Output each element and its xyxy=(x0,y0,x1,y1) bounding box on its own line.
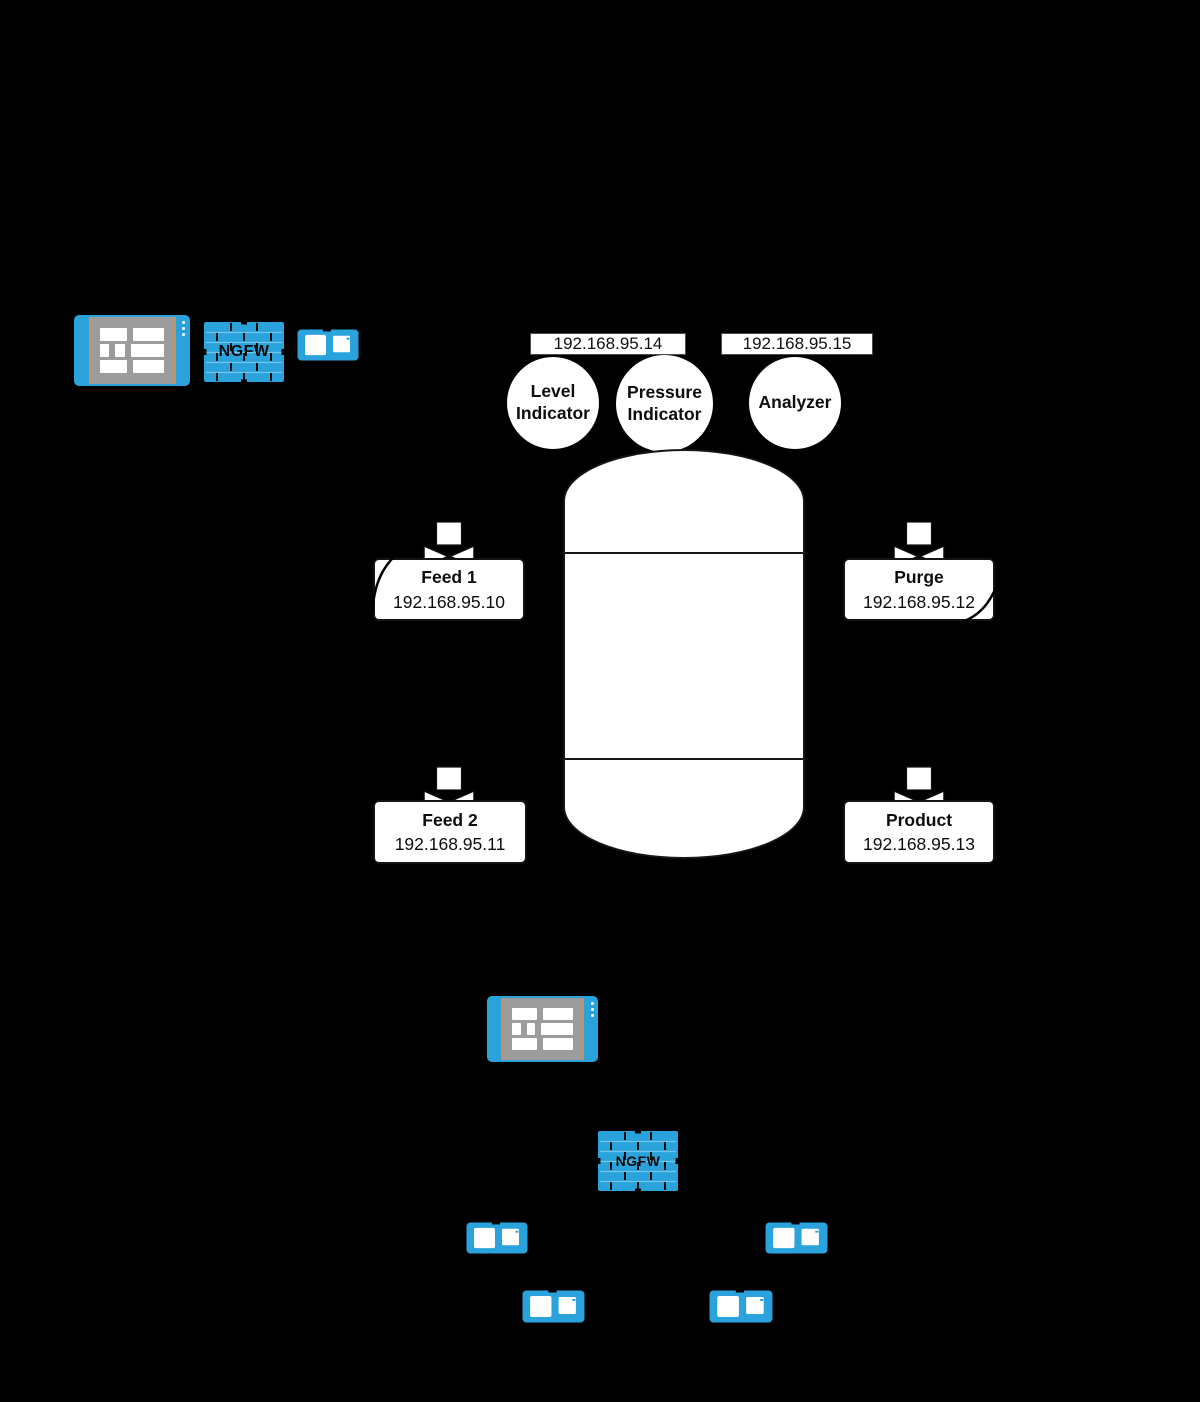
plc-icon xyxy=(522,1290,585,1323)
ngfw-firewall-icon: NGFW xyxy=(598,1131,678,1191)
sensors-ip-text: 192.168.95.14 xyxy=(553,334,663,353)
pressure-indicator-node: Pressure Indicator xyxy=(616,355,713,452)
feed2-ip: 192.168.95.11 xyxy=(394,834,506,854)
plc-icon xyxy=(297,329,359,361)
tank-vessel xyxy=(563,449,805,859)
hmi-screen xyxy=(88,317,176,384)
product-label-box: Product 192.168.95.13 xyxy=(843,800,995,864)
analyzer-ip-label: 192.168.95.15 xyxy=(721,333,873,355)
pressure-indicator-label: Pressure Indicator xyxy=(627,381,702,424)
product-ip: 192.168.95.13 xyxy=(863,834,975,854)
sensors-ip-label: 192.168.95.14 xyxy=(530,333,686,355)
feed1-label-box: Feed 1 192.168.95.10 xyxy=(373,558,525,621)
analyzer-ip-text: 192.168.95.15 xyxy=(742,334,852,353)
tank-upper-level-line xyxy=(565,552,803,554)
purge-label-box: Purge 192.168.95.12 xyxy=(843,558,995,621)
feed1-name: Feed 1 xyxy=(421,567,477,587)
analyzer-label: Analyzer xyxy=(758,392,832,413)
feed1-ip: 192.168.95.10 xyxy=(393,591,505,612)
plc-icon xyxy=(709,1290,773,1323)
ngfw-firewall-icon: NGFW xyxy=(204,322,284,382)
brick-wall-icon xyxy=(204,322,284,382)
hmi-icon xyxy=(74,315,190,386)
feed2-name: Feed 2 xyxy=(422,809,478,830)
plc-icon xyxy=(466,1222,528,1254)
hmi-status-dots xyxy=(590,1001,594,1017)
level-indicator-label: Level Indicator xyxy=(516,381,590,423)
ngfw-label: NGFW xyxy=(218,343,270,360)
feed2-label-box: Feed 2 192.168.95.11 xyxy=(373,800,527,864)
tank-lower-level-line xyxy=(565,758,803,760)
hmi-screen xyxy=(500,997,585,1061)
analyzer-node: Analyzer xyxy=(749,357,841,449)
purge-name: Purge xyxy=(894,567,944,587)
hmi-icon xyxy=(487,996,598,1062)
level-indicator-node: Level Indicator xyxy=(507,357,599,449)
product-name: Product xyxy=(885,809,953,830)
ngfw-label: NGFW xyxy=(615,1153,661,1169)
purge-ip: 192.168.95.12 xyxy=(863,591,975,612)
plc-icon xyxy=(765,1222,828,1254)
hmi-status-dots xyxy=(182,321,186,337)
brick-wall-icon xyxy=(598,1131,678,1191)
